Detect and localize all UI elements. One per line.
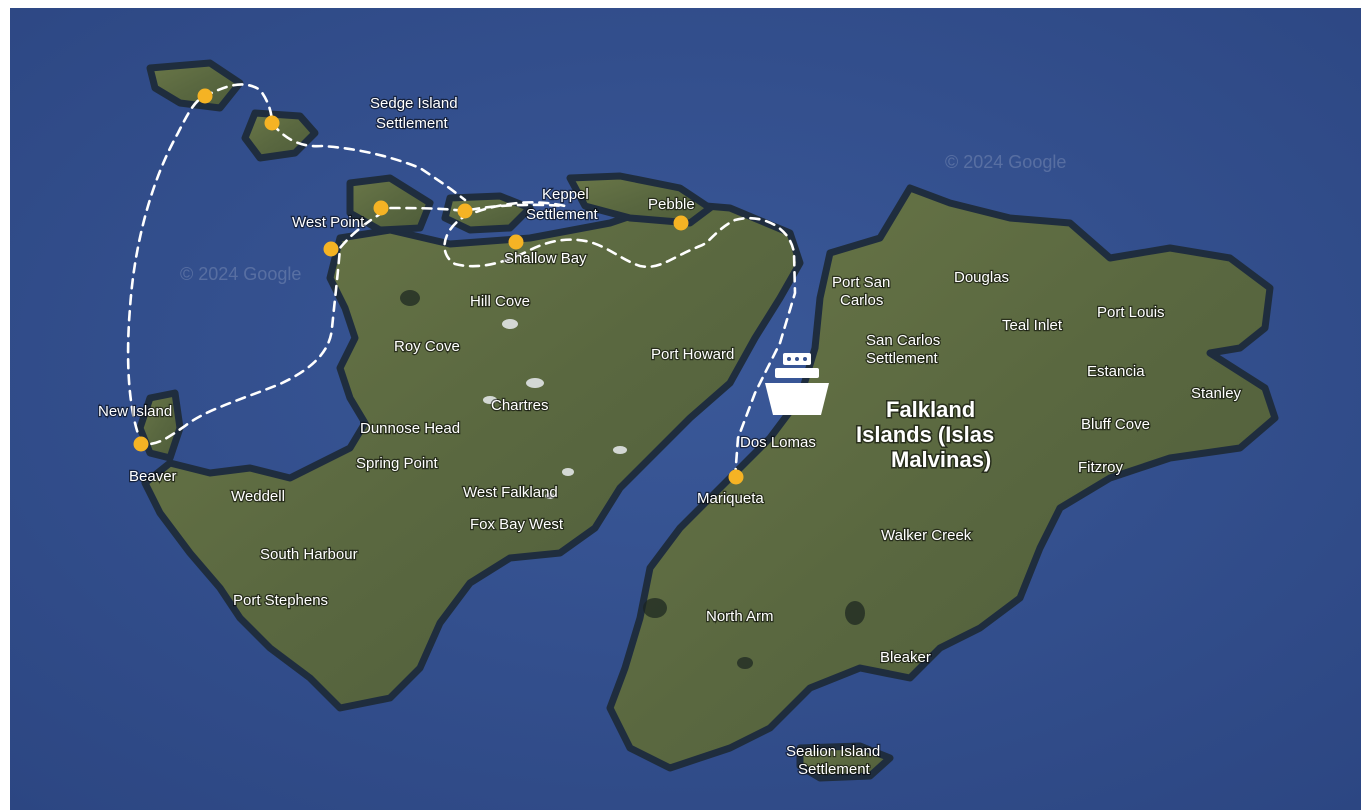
jason-islands [146, 59, 244, 112]
label-pebble: Pebble [648, 196, 695, 213]
label-weddell: Weddell [231, 488, 285, 505]
stop-marker[interactable] [133, 436, 149, 452]
label-bleaker: Bleaker [880, 649, 931, 666]
terrain-highlights [483, 319, 627, 499]
attribution-watermark: © 2024 Google [945, 152, 1066, 172]
route-stops [133, 88, 744, 485]
label-sedge-island: Sedge Island [370, 95, 458, 112]
label-mariqueta: Mariqueta [697, 490, 764, 507]
saunders-island [346, 174, 434, 234]
label-port-san-carlos: Port San [832, 274, 890, 291]
label-fox-bay-west: Fox Bay West [470, 516, 564, 533]
keppel-island [441, 192, 534, 234]
cruise-route [126, 83, 797, 480]
satellite-map[interactable]: © 2024 Google © 2024 Google [10, 8, 1361, 810]
label-stanley: Stanley [1191, 385, 1242, 402]
label-teal-inlet: Teal Inlet [1002, 317, 1063, 334]
label-douglas: Douglas [954, 269, 1009, 286]
label-hill-cove: Hill Cove [470, 293, 530, 310]
label-south-harbour: South Harbour [260, 546, 358, 563]
cruise-ship-icon [765, 353, 829, 415]
stop-marker[interactable] [264, 115, 280, 131]
west-falkland-landmass [141, 199, 804, 712]
stop-marker[interactable] [728, 469, 744, 485]
label-shallow-bay: Shallow Bay [504, 250, 587, 267]
label-west-falkland: West Falkland [463, 484, 558, 501]
label-falkland-islands-3: Malvinas) [891, 447, 991, 472]
stop-marker[interactable] [323, 241, 339, 257]
label-fitzroy: Fitzroy [1078, 459, 1124, 476]
label-new-island: New Island [98, 403, 172, 420]
label-sedge-island-2: Settlement [376, 115, 449, 132]
label-san-carlos-2: Settlement [866, 350, 939, 367]
label-dunnose-head: Dunnose Head [360, 420, 460, 437]
new-island [136, 389, 184, 462]
place-labels: Sedge Island Settlement Keppel Settlemen… [97, 94, 1243, 779]
stop-marker[interactable] [508, 234, 524, 250]
label-sealion-island: Sealion Island [786, 743, 880, 760]
label-beaver: Beaver [129, 468, 177, 485]
stop-marker[interactable] [673, 215, 689, 231]
sealion-island [796, 742, 894, 782]
label-keppel: Keppel [542, 186, 589, 203]
label-port-howard: Port Howard [651, 346, 734, 363]
label-sealion-island-2: Settlement [798, 761, 871, 778]
east-falkland-landmass [606, 184, 1279, 772]
label-port-stephens: Port Stephens [233, 592, 328, 609]
label-port-louis: Port Louis [1097, 304, 1165, 321]
label-chartres: Chartres [491, 397, 549, 414]
label-north-arm: North Arm [706, 608, 774, 625]
land [136, 59, 1279, 782]
terrain-shadows [400, 290, 865, 669]
stop-marker[interactable] [373, 200, 389, 216]
label-roy-cove: Roy Cove [394, 338, 460, 355]
label-falkland-islands: Falkland [886, 397, 975, 422]
stop-marker[interactable] [457, 203, 473, 219]
sedge-island [241, 109, 319, 162]
label-walker-creek: Walker Creek [881, 527, 972, 544]
label-west-point: West Point [292, 214, 365, 231]
label-falkland-islands-2: Islands (Islas [856, 422, 994, 447]
label-keppel-2: Settlement [526, 206, 599, 223]
label-spring-point: Spring Point [356, 455, 439, 472]
label-bluff-cove: Bluff Cove [1081, 416, 1150, 433]
stop-marker[interactable] [197, 88, 213, 104]
pebble-island [566, 172, 714, 227]
label-estancia: Estancia [1087, 363, 1145, 380]
attribution-watermark-secondary: © 2024 Google [180, 264, 301, 284]
label-dos-lomas: Dos Lomas [740, 434, 816, 451]
label-port-san-carlos-2: Carlos [840, 292, 883, 309]
label-san-carlos: San Carlos [866, 332, 940, 349]
